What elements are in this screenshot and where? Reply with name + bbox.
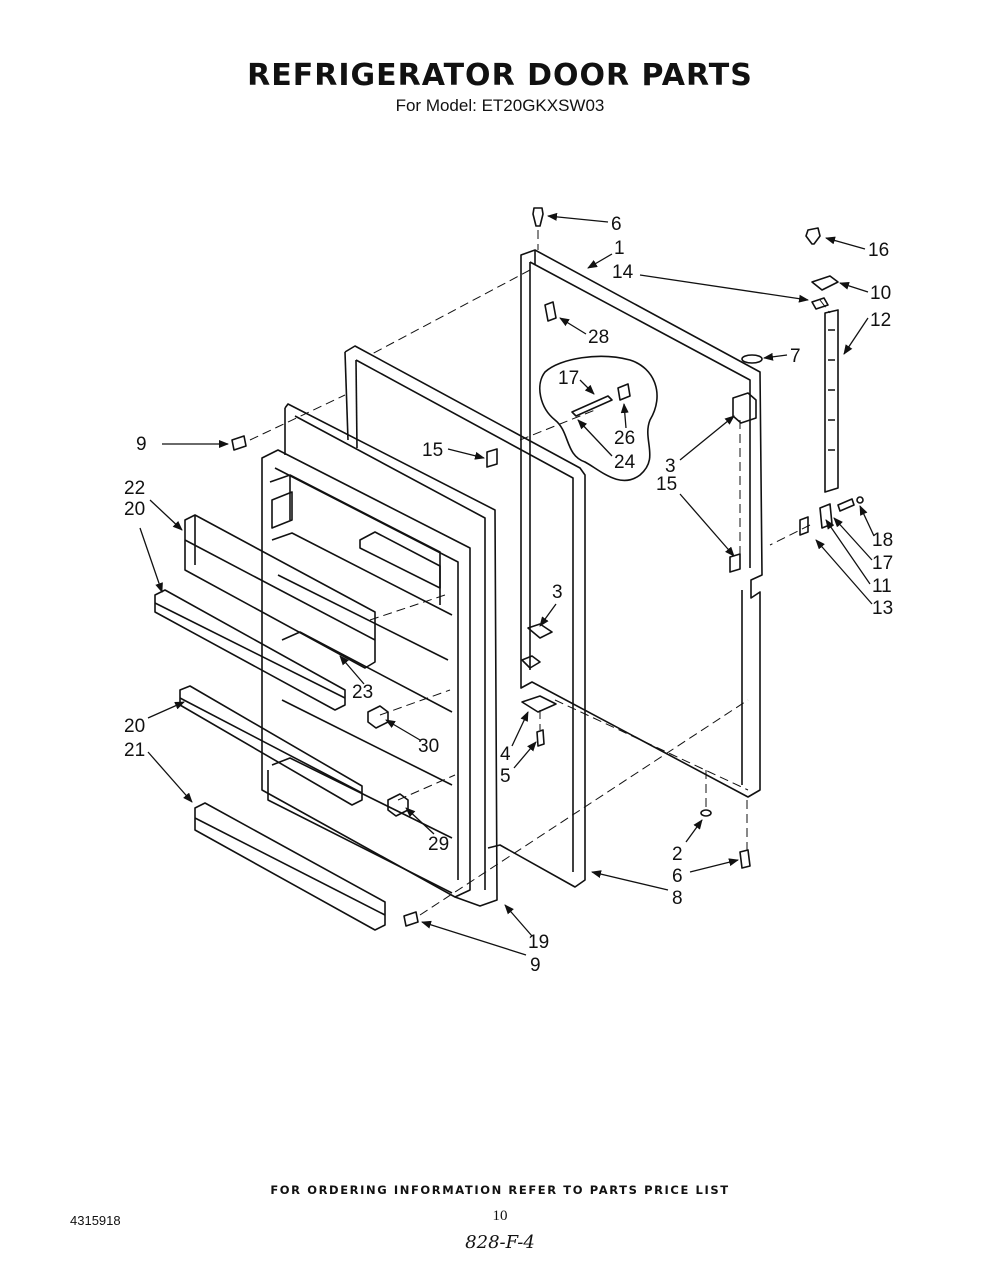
page-title: REFRIGERATOR DOOR PARTS — [247, 58, 753, 93]
document-number: 4315918 — [70, 1213, 121, 1228]
callout-6-top: 6 — [611, 214, 622, 235]
model-subtitle: For Model: ET20GKXSW03 — [395, 96, 605, 115]
callout-15-side: 15 — [656, 474, 677, 495]
callout-21: 21 — [124, 740, 145, 761]
callout-14: 14 — [612, 262, 634, 283]
callout-26: 26 — [614, 428, 635, 449]
callout-6-bottom: 6 — [672, 866, 683, 887]
screw-9-top — [231, 435, 247, 451]
callout-1: 1 — [614, 238, 625, 259]
callout-16: 16 — [868, 240, 889, 261]
screw-5 — [536, 729, 545, 747]
plug-28 — [544, 301, 557, 322]
callout-4: 4 — [500, 744, 511, 765]
callout-15-center: 15 — [422, 440, 443, 461]
callout-8: 8 — [672, 888, 683, 909]
screw-9-bottom — [403, 911, 419, 927]
inner-door-liner — [261, 403, 498, 907]
outer-door-panel — [520, 249, 763, 798]
door-rail-20-lower — [179, 685, 363, 806]
screw-6-top — [532, 207, 544, 227]
callout-20-upper: 20 — [124, 499, 145, 520]
hinge-3-upper — [732, 392, 757, 424]
callout-23: 23 — [352, 682, 373, 703]
stop-15-center — [486, 448, 498, 468]
callout-2: 2 — [672, 844, 683, 865]
leader-arrows — [139, 212, 875, 956]
washer-2 — [700, 809, 712, 817]
washer-7 — [741, 354, 763, 364]
callout-10: 10 — [870, 283, 891, 304]
door-rail-20-upper — [154, 589, 346, 711]
screw-6-bottom — [739, 849, 751, 869]
callout-9-top: 9 — [136, 434, 147, 455]
cutaway-detail — [539, 355, 658, 482]
hinge-pin-16 — [805, 227, 821, 245]
hinge-3-lower — [521, 623, 553, 669]
hinge-parts-11-13-17-18 — [799, 496, 864, 536]
hinge-4 — [521, 695, 557, 713]
callout-24: 24 — [614, 452, 636, 473]
callout-3-lower: 3 — [552, 582, 563, 603]
callout-19: 19 — [528, 932, 549, 953]
callout-5: 5 — [500, 766, 511, 787]
callout-18: 18 — [872, 530, 893, 551]
handwritten-note: 828-F-4 — [465, 1232, 535, 1253]
callout-labels: 6 1 14 16 10 12 28 7 17 26 24 9 15 3 15 … — [124, 214, 893, 976]
alignment-lines — [249, 230, 831, 916]
shelf-bar-22 — [184, 514, 376, 669]
callout-29: 29 — [428, 834, 449, 855]
callout-7: 7 — [790, 346, 801, 367]
door-gasket — [344, 345, 586, 888]
door-rail-21 — [194, 802, 386, 931]
callout-22: 22 — [124, 478, 145, 499]
callout-20-lower: 20 — [124, 716, 145, 737]
callout-12: 12 — [870, 310, 891, 331]
callout-13: 13 — [872, 598, 893, 619]
callout-3-upper: 3 — [665, 456, 676, 477]
bracket-30 — [367, 705, 389, 729]
door-handle — [824, 309, 839, 493]
page-number: 10 — [492, 1208, 508, 1224]
hinge-part-10 — [811, 275, 839, 291]
callout-30: 30 — [418, 736, 439, 757]
callout-11: 11 — [872, 576, 892, 597]
callout-17-cutaway: 17 — [558, 368, 579, 389]
callout-9-bottom: 9 — [530, 955, 541, 976]
hinge-part-14 — [811, 297, 829, 310]
stop-15-side — [729, 553, 741, 573]
ordering-info-note: FOR ORDERING INFORMATION REFER TO PARTS … — [270, 1183, 730, 1197]
callout-17-hinge: 17 — [872, 553, 893, 574]
callout-28: 28 — [588, 327, 609, 348]
